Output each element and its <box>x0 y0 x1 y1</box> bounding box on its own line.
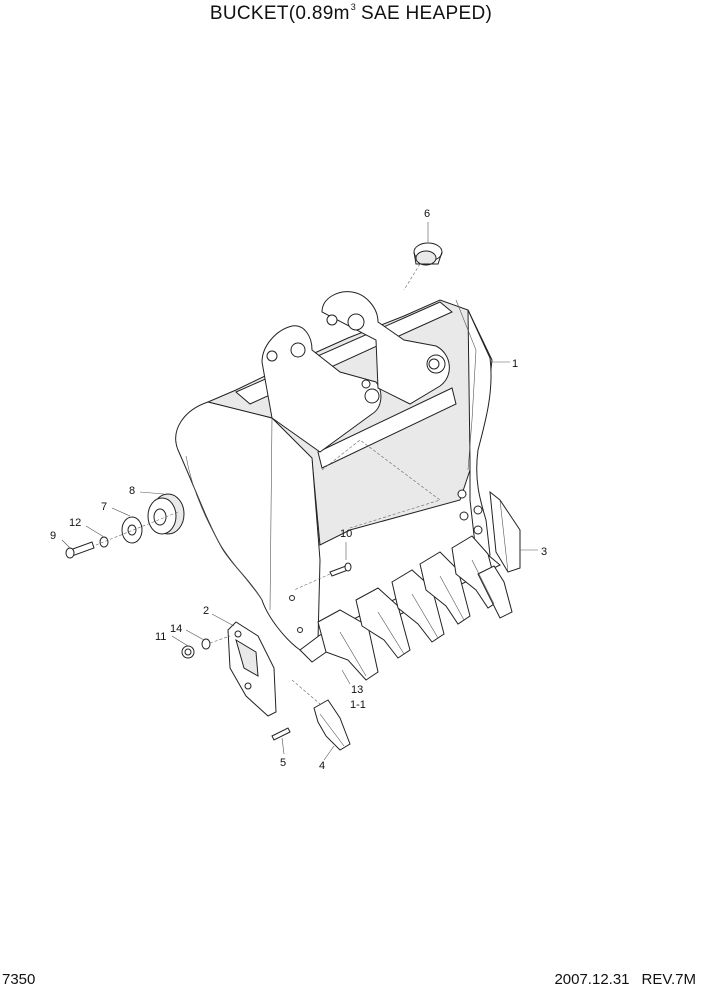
revision-code: REV.7M <box>641 971 696 988</box>
loose-tooth <box>271 679 351 751</box>
bushing <box>403 242 443 291</box>
callout-9: 9 <box>50 530 56 542</box>
revision-date: 2007.12.31 <box>554 971 630 988</box>
callout-4: 4 <box>319 760 325 772</box>
callout-11: 11 <box>155 631 166 643</box>
callout-14: 14 <box>170 623 182 635</box>
pin-bolt <box>293 562 352 591</box>
callout-6: 6 <box>424 208 430 220</box>
callout-10: 10 <box>340 528 352 540</box>
title-main: BUCKET(0.89m <box>209 3 350 24</box>
callout-1: 1 <box>512 358 518 370</box>
leader-lines <box>61 222 538 761</box>
title-superscript: 3 <box>350 2 357 12</box>
callout-3: 3 <box>541 546 547 558</box>
side-cutter <box>489 490 521 573</box>
shim-assembly <box>65 493 185 559</box>
callout-8: 8 <box>129 485 135 497</box>
callout-1-1: 1-1 <box>350 699 366 711</box>
revision-info: 2007.12.31 REV.7M <box>554 971 696 988</box>
page-title: BUCKET(0.89m3 SAE HEAPED) <box>0 2 702 25</box>
callout-7: 7 <box>101 501 107 513</box>
callout-12: 12 <box>69 517 81 529</box>
title-rest: SAE HEAPED) <box>361 3 493 24</box>
callout-5: 5 <box>280 757 286 769</box>
page-number: 7350 <box>2 971 36 988</box>
callout-labels: 6 1 3 10 8 7 12 9 2 14 11 13 1-1 5 4 <box>50 208 547 772</box>
teeth-row <box>317 535 513 681</box>
side-plate-assembly <box>181 621 277 717</box>
callout-13: 13 <box>351 684 363 696</box>
callout-2: 2 <box>203 605 209 617</box>
